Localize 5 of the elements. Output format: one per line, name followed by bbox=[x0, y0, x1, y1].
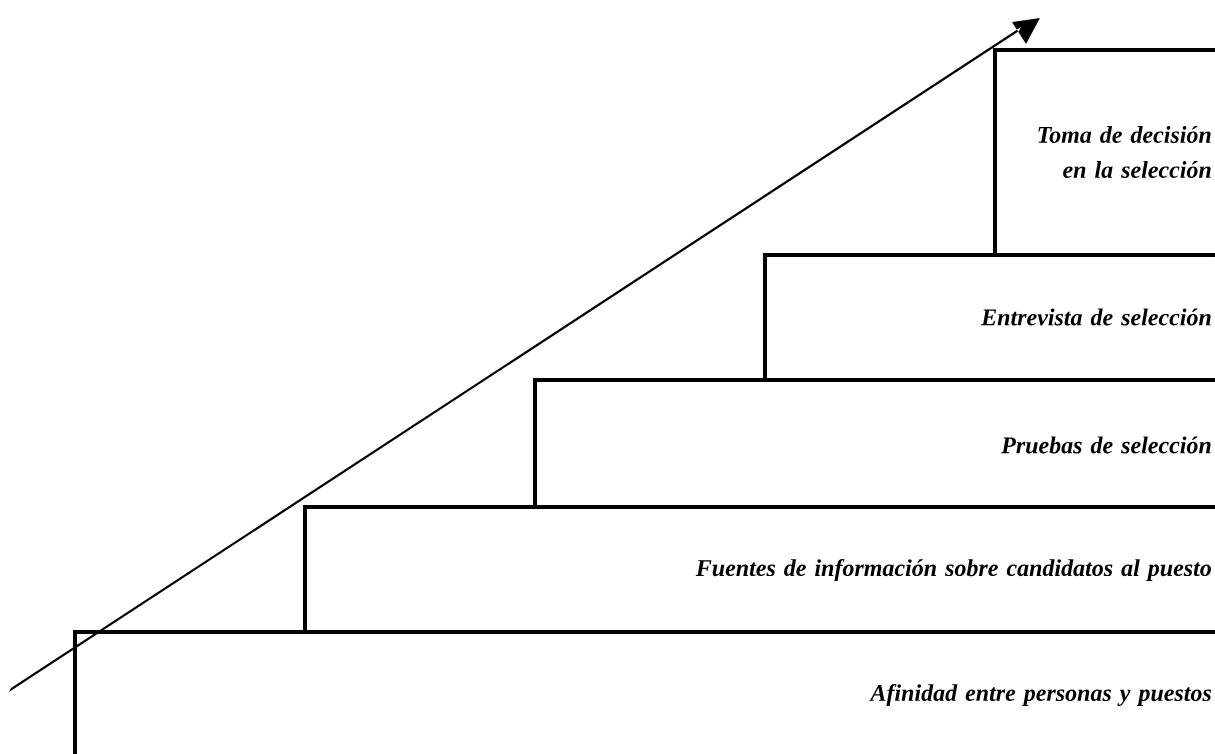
step-label: Pruebas de selección bbox=[1001, 436, 1211, 454]
step-label: Fuentes de información sobre candidatos al puesto bbox=[695, 559, 1211, 581]
step-label: Afinidad entre personas y puestos bbox=[869, 683, 1212, 706]
step-label: Toma de decisión en la selección bbox=[1038, 126, 1211, 178]
step-label: Entrevista de selección bbox=[981, 308, 1211, 326]
